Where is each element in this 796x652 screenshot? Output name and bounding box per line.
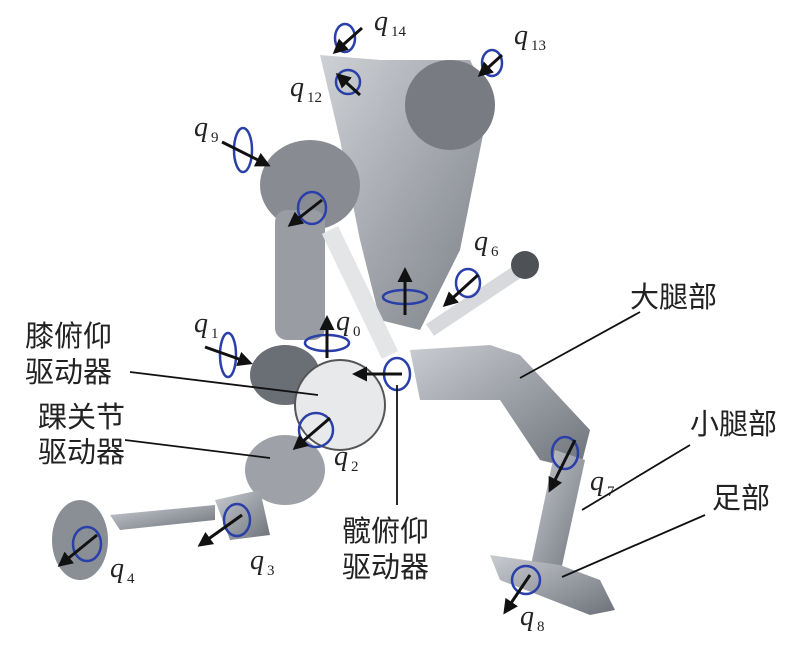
axis-arrows — [57, 26, 577, 615]
leader-lines — [124, 311, 706, 578]
hip-actuator-label-line1: 髋俯仰 — [342, 514, 430, 548]
right-leg — [410, 251, 615, 615]
ankle-actuator-label-line1: 踝关节 — [38, 400, 126, 434]
ankle-actuator-label-line2: 驱动器 — [38, 435, 126, 469]
torso — [260, 55, 495, 340]
shank-label: 小腿部 — [690, 407, 778, 441]
knee-actuator-label-line2: 驱动器 — [25, 355, 113, 389]
hip-actuator-label-line2: 驱动器 — [342, 550, 430, 584]
knee-actuator-label-line1: 膝俯仰 — [25, 319, 113, 353]
foot-label: 足部 — [712, 481, 771, 515]
rotation-indicators — [71, 22, 580, 596]
thigh-label: 大腿部 — [630, 280, 718, 314]
